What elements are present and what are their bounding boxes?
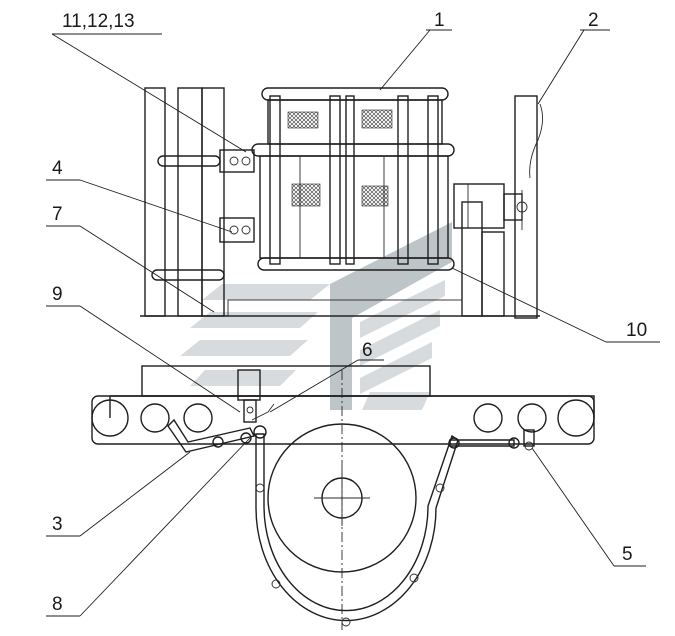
callout-11-12-13: 11,12,13	[62, 11, 135, 32]
left-linkage	[167, 369, 275, 453]
left-posts	[144, 87, 225, 317]
callout-2: 2	[588, 10, 599, 31]
right-linkage	[448, 429, 535, 451]
leader-lines	[46, 29, 660, 617]
chain-pins	[255, 483, 445, 627]
spring-cable	[529, 103, 543, 179]
callout-3: 3	[52, 514, 63, 535]
callout-8: 8	[52, 594, 63, 615]
callout-10: 10	[626, 320, 647, 341]
right-cylinder	[453, 183, 528, 230]
right-posts	[461, 95, 538, 319]
callout-6: 6	[362, 340, 373, 361]
callout-9: 9	[52, 284, 63, 305]
carriage-frame	[91, 365, 595, 445]
callout-4: 4	[52, 158, 63, 179]
callout-1: 1	[434, 10, 445, 31]
lower-hinge	[151, 217, 255, 281]
cage-assembly	[251, 87, 455, 271]
callout-labels: 11,12,13 1 2 4 7 9 6 10 3 5 8	[52, 10, 647, 615]
upper-hinge	[157, 149, 255, 173]
callout-5: 5	[622, 544, 633, 565]
callout-7: 7	[52, 204, 63, 225]
chain-loop	[255, 433, 459, 622]
drum-wheel	[267, 370, 417, 630]
